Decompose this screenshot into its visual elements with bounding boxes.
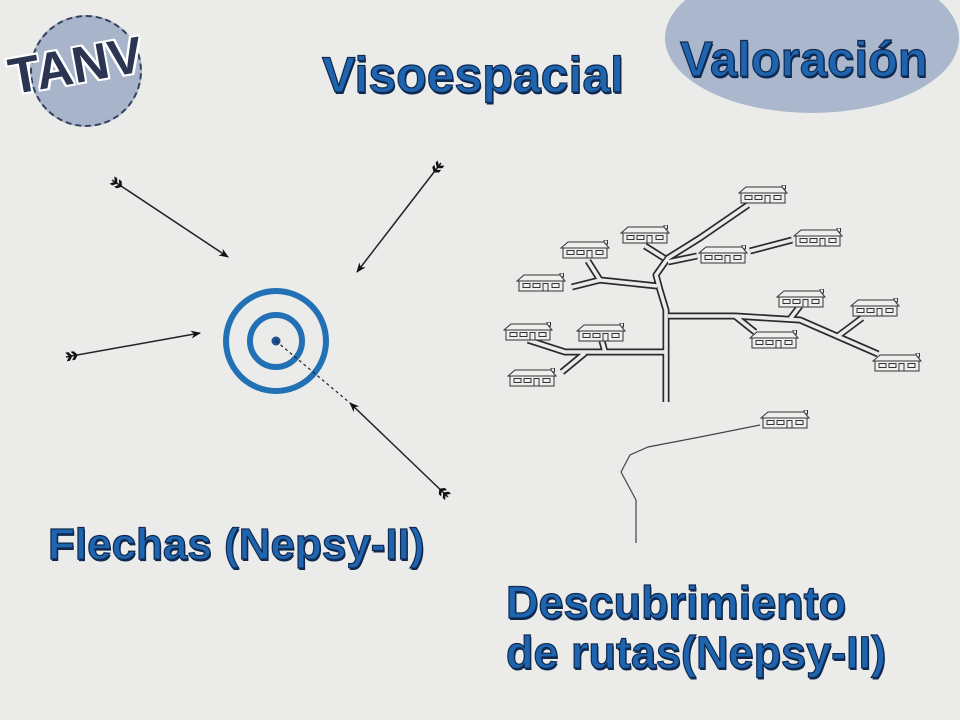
- house: [503, 322, 553, 341]
- route-map-diagram: [503, 185, 922, 543]
- house: [749, 330, 799, 349]
- house: [620, 225, 670, 244]
- flechas-caption: Flechas (Nepsy-II): [47, 520, 425, 569]
- house: [793, 228, 843, 247]
- arrow-trajectory: [275, 340, 351, 404]
- house: [516, 273, 566, 292]
- house: [850, 298, 900, 317]
- target-inner-ring: [247, 312, 305, 370]
- section-badge: Valoración: [679, 33, 928, 87]
- rutas-caption-line2: de rutas(Nepsy-II): [505, 627, 887, 678]
- rutas-caption-line1: Descubrimiento: [505, 577, 847, 628]
- house: [507, 368, 557, 387]
- page-title: Visoespacial: [321, 47, 625, 103]
- house: [560, 240, 610, 259]
- arrow: [65, 330, 201, 362]
- target-outer-ring: [223, 288, 329, 394]
- house: [698, 245, 748, 264]
- arrow: [109, 176, 229, 258]
- logo-badge: [30, 15, 142, 127]
- start-path: [620, 424, 761, 543]
- arrow: [349, 402, 451, 501]
- house: [760, 410, 810, 429]
- house: [738, 185, 788, 204]
- arrows-target-diagram: [65, 160, 451, 501]
- arrow: [356, 160, 445, 273]
- house: [776, 289, 826, 308]
- house: [576, 323, 626, 342]
- badge-ellipse: [665, 0, 959, 113]
- house: [872, 353, 922, 372]
